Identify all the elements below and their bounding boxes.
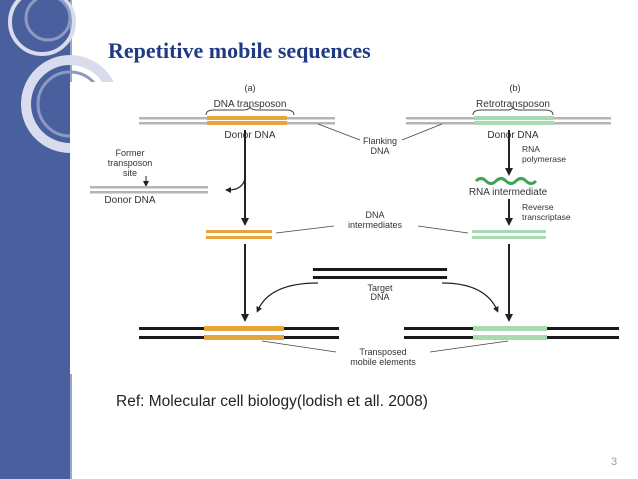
flanking-pointer-right [401, 123, 443, 141]
flanking-label-2: DNA [370, 146, 389, 156]
target-dna-label-1: Target [367, 283, 393, 293]
donor-dna-b [406, 116, 611, 125]
dna-intermediate-b [472, 230, 546, 239]
dna-intermediates-label-1: DNA [365, 210, 384, 220]
donor-dna-left-label: Donor DNA [104, 195, 155, 206]
retrotransposon-label: Retrotransposon [476, 99, 550, 110]
target-arrow-left [256, 282, 319, 313]
dna-transposon-label: DNA transposon [214, 99, 287, 110]
reference-text: Ref: Molecular cell biology(lodish et al… [116, 393, 428, 410]
figure-panel [70, 82, 622, 374]
dna-intermediate-a [206, 230, 272, 239]
rna-polymerase-label-2: polymerase [522, 154, 566, 164]
dna-int-pointer-right [417, 225, 469, 234]
rna-intermediate-label: RNA intermediate [469, 187, 548, 198]
donor-dna-b-label: Donor DNA [487, 130, 538, 141]
reverse-transcriptase-label-1: Reverse [522, 202, 554, 212]
rna-wave [474, 177, 538, 185]
transposed-pointer-right [429, 340, 509, 353]
slide-title: Repetitive mobile sequences [108, 38, 371, 63]
brace-b [472, 105, 554, 116]
target-arrow-right [441, 282, 499, 313]
transposed-label-1: Transposed [359, 347, 406, 357]
former-site-label-2: transposon [108, 158, 153, 168]
brace-a [205, 105, 295, 116]
reverse-transcriptase-label-2: transcriptase [522, 212, 571, 222]
rna-polymerase-label-1: RNA [522, 144, 540, 154]
slide-number: 3 [611, 456, 618, 468]
donor-dna-a-label: Donor DNA [224, 130, 275, 141]
flanking-label-1: Flanking [363, 136, 397, 146]
transposed-label-2: mobile elements [350, 357, 416, 367]
target-dna [313, 268, 447, 279]
panel-b-label: (b) [510, 83, 521, 93]
dna-int-pointer-left [275, 225, 335, 234]
former-site-label-1: Former [116, 148, 145, 158]
dna-intermediates-label-2: intermediates [348, 220, 403, 230]
transposed-element-a [139, 326, 339, 340]
former-site-label-3: site [123, 168, 137, 178]
transposed-pointer-left [261, 340, 337, 353]
panel-a-label: (a) [245, 83, 256, 93]
transposed-element-b [404, 326, 619, 340]
target-dna-label-2: DNA [370, 292, 389, 302]
donor-dna-a [139, 116, 335, 125]
flanking-pointer-left [317, 123, 361, 141]
donor-dna-left [90, 186, 208, 194]
